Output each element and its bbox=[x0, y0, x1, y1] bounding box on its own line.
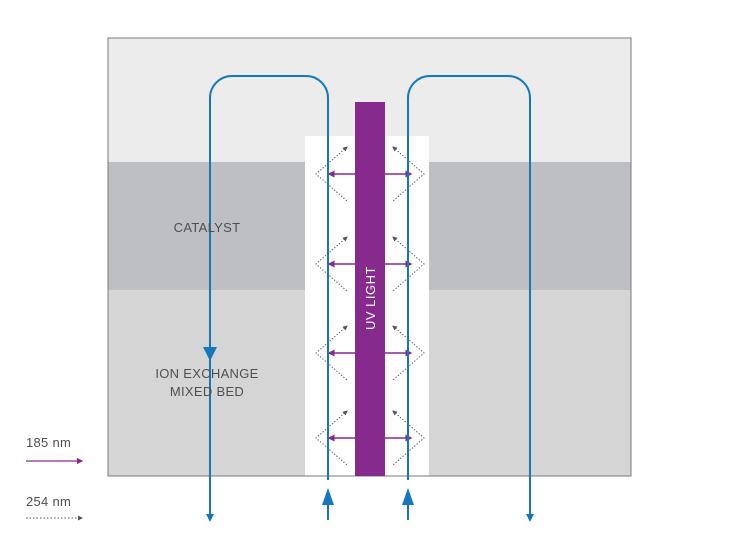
flow-arrowhead-left-mid bbox=[203, 347, 217, 361]
ion-exchange-label-line1: ION EXCHANGE bbox=[155, 366, 258, 381]
uv254-ray-right-1 bbox=[392, 236, 425, 292]
uv254-ray-left-1 bbox=[315, 236, 348, 292]
flow-path-left-outer bbox=[206, 75, 329, 522]
flow-arrowhead-right-up bbox=[402, 488, 414, 505]
uv254-ray-right-3 bbox=[392, 410, 425, 466]
uv254-ray-left-0 bbox=[315, 146, 348, 202]
legend-254-label: 254 nm bbox=[26, 494, 71, 509]
uv-lamp-label: UV LIGHT bbox=[363, 266, 378, 330]
uv254-ray-left-2 bbox=[315, 325, 348, 381]
legend-185-label: 185 nm bbox=[26, 435, 71, 450]
ion-exchange-label-line2: MIXED BED bbox=[170, 384, 244, 399]
flow-path-right-outer bbox=[407, 75, 534, 522]
uv254-ray-right-2 bbox=[392, 325, 425, 381]
uv-lamp bbox=[355, 102, 385, 476]
uv254-ray-left-3 bbox=[315, 410, 348, 466]
catalyst-label: CATALYST bbox=[174, 220, 241, 235]
flow-arrowhead-left-up bbox=[322, 488, 334, 505]
uv254-ray-right-0 bbox=[392, 146, 425, 202]
uv-radiation-arrows bbox=[315, 146, 425, 466]
